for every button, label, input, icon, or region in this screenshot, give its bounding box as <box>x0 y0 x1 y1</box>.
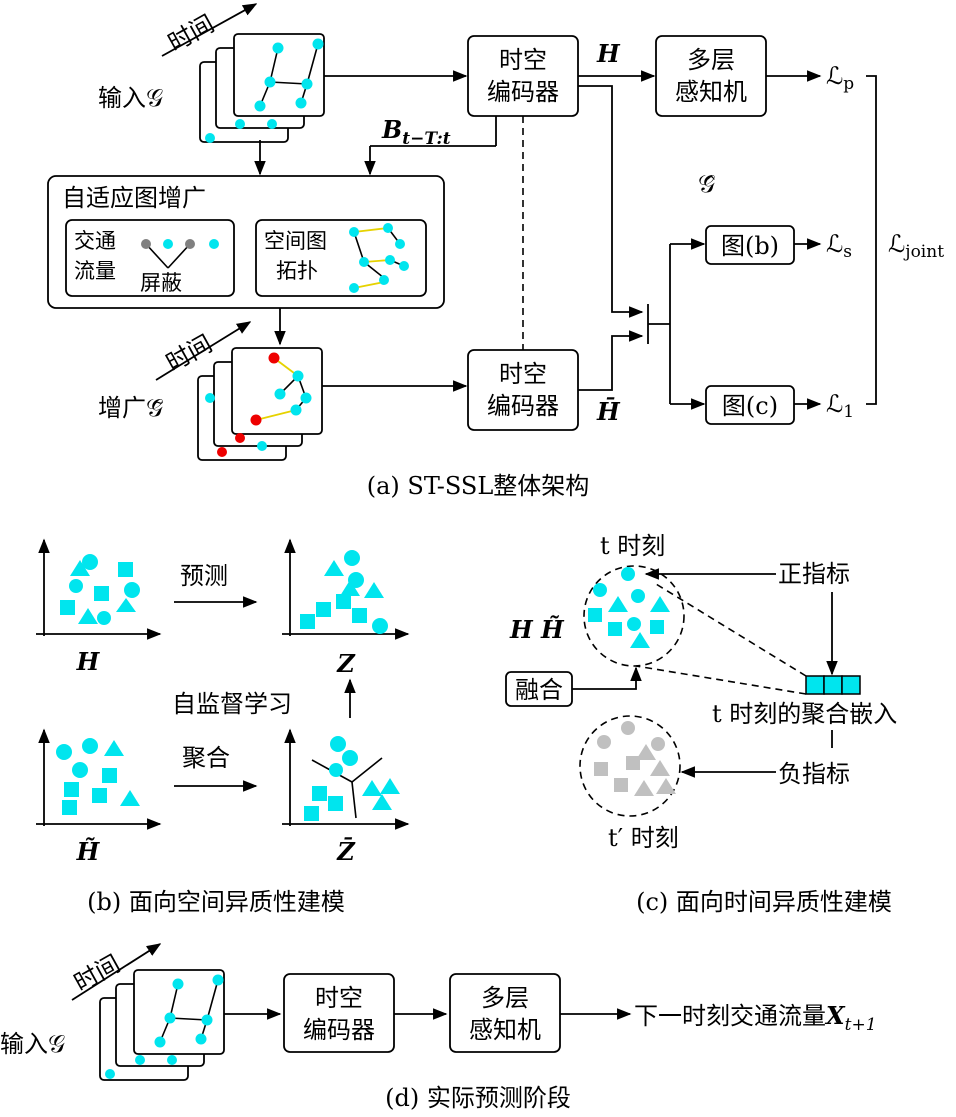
aggregate-label: 聚合 <box>182 744 230 772</box>
loss-s: ℒs <box>826 230 852 262</box>
caption-b: (b) 面向空间异质性建模 <box>87 888 345 916</box>
caption-c: (c) 面向时间异质性建模 <box>636 888 892 916</box>
t-prime-label: t′ 时刻 <box>608 824 679 852</box>
svg-text:编码器: 编码器 <box>303 1016 375 1044</box>
part-d: 时间 输入𝒢 时空 编码器 多层 感知机 下一时刻交通流量Xt+1 (d) 实际… <box>0 943 877 1112</box>
H-H-tilde-label: H H̃ <box>509 615 565 644</box>
svg-text:H: H <box>76 647 101 676</box>
input-label: 输入𝒢 <box>98 84 163 112</box>
H-bar-label: H̄ <box>596 397 621 426</box>
mlp-top-line2: 感知机 <box>675 78 747 106</box>
joint-bracket <box>866 75 877 405</box>
encoder-top-line1: 时空 <box>499 46 547 74</box>
input-graph-stack <box>199 33 325 143</box>
t-prime-cluster <box>579 715 681 817</box>
svg-text:图(c): 图(c) <box>722 392 778 420</box>
augmented-graph-stack <box>197 347 323 461</box>
input-label-d: 输入𝒢 <box>0 1030 65 1058</box>
time-axis-arrow <box>161 3 258 57</box>
g-hat-label: 𝒢̂ <box>698 170 715 198</box>
t-cluster <box>583 565 685 667</box>
t-time-label: t 时刻 <box>600 532 665 560</box>
mlp-top-line1: 多层 <box>687 46 735 74</box>
mask-label: 屏蔽 <box>140 271 182 295</box>
fig-c-box <box>705 385 795 425</box>
caption-d: (d) 实际预测阶段 <box>385 1084 571 1112</box>
aug-title: 自适应图增广 <box>62 184 206 212</box>
loss-1: ℒ1 <box>826 390 854 422</box>
svg-text:多层: 多层 <box>481 984 529 1012</box>
svg-text:时空: 时空 <box>315 984 363 1012</box>
B-label: Bt−T:t <box>381 115 451 149</box>
svg-text:H̃: H̃ <box>76 837 101 866</box>
positive-label: 正指标 <box>778 560 850 588</box>
svg-text:时间: 时间 <box>161 329 217 377</box>
output-label: 下一时刻交通流量Xt+1 <box>634 1001 877 1035</box>
svg-text:图(b): 图(b) <box>721 232 779 260</box>
svg-text:Z̄: Z̄ <box>336 837 356 866</box>
part-b: H 预测 Z 自监督学习 H̃ 聚合 <box>36 538 410 916</box>
svg-text:流量: 流量 <box>74 259 116 283</box>
st-encoder-d <box>283 973 395 1053</box>
svg-text:拓扑: 拓扑 <box>276 259 318 283</box>
part-a: 输入𝒢 时间 时空 编码器 H 多层 感知机 ℒp Bt−T:t 自适应图增广 … <box>47 3 944 500</box>
svg-text:时空: 时空 <box>499 360 547 388</box>
encoder-top-line2: 编码器 <box>487 78 559 106</box>
loss-joint: ℒjoint <box>888 230 944 262</box>
caption-a: (a) ST-SSL整体架构 <box>367 472 590 500</box>
svg-text:感知机: 感知机 <box>469 1016 541 1044</box>
svg-text:Z: Z <box>336 649 356 678</box>
fig-b-box <box>705 225 795 265</box>
svg-text:交通: 交通 <box>74 229 116 253</box>
input-graph-stack-d <box>99 969 225 1081</box>
t-aggregated-label: t 时刻的聚合嵌入 <box>712 700 897 728</box>
svg-text:融合: 融合 <box>515 676 563 704</box>
self-supervised-label: 自监督学习 <box>172 690 292 718</box>
augmented-label: 增广𝒢̃ <box>98 394 163 422</box>
H-label: H <box>596 39 621 68</box>
mlp-d <box>449 973 561 1053</box>
part-c: t 时刻 正指标 t 时刻的聚合嵌入 H H̃ 融合 <box>505 532 897 916</box>
svg-text:空间图: 空间图 <box>264 229 327 253</box>
predict-label: 预测 <box>180 562 228 590</box>
svg-text:编码器: 编码器 <box>487 392 559 420</box>
traffic-mask-box <box>65 219 235 297</box>
negative-label: 负指标 <box>778 760 850 788</box>
loss-p: ℒp <box>826 62 854 94</box>
